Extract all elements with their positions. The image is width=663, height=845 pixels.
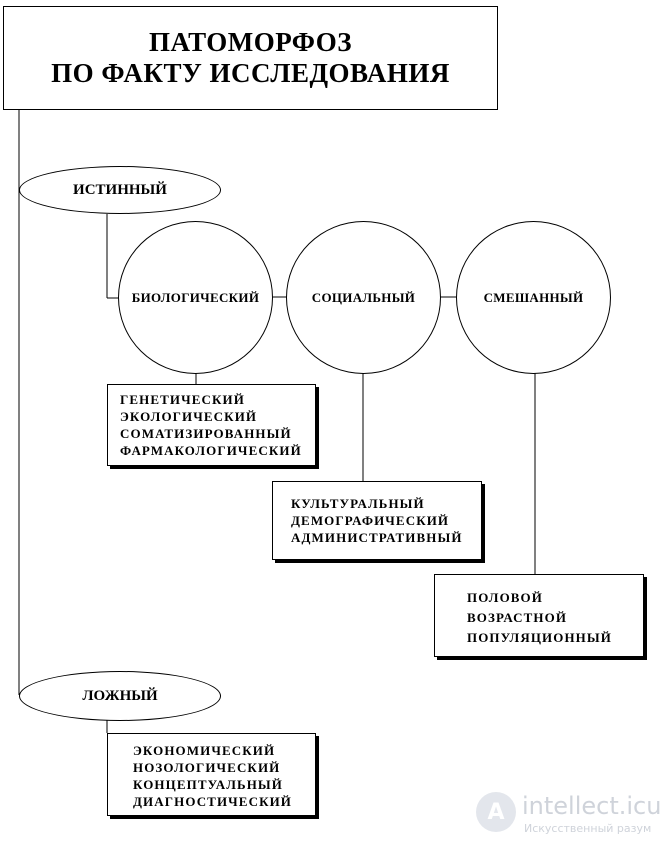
title-line-1: ПАТОМОРФОЗ (148, 27, 353, 57)
list-item: СОМАТИЗИРОВАННЫЙ (120, 426, 292, 441)
list-item: ВОЗРАСТНОЙ (467, 610, 568, 625)
category-label: СМЕШАННЫЙ (483, 289, 584, 305)
list-item: ДЕМОГРАФИЧЕСКИЙ (291, 513, 450, 528)
false-node: ЛОЖНЫЙ (19, 671, 221, 721)
list-item: ДИАГНОСТИЧЕСКИЙ (133, 794, 293, 809)
list-item: НОЗОЛОГИЧЕСКИЙ (133, 760, 281, 775)
false-subtypes-box (107, 733, 316, 816)
social-subtypes-box (272, 481, 482, 560)
watermark: A intellect.icu Искусственный разум (472, 790, 661, 840)
list-item: АДМИНИСТРАТИВНЫЙ (291, 530, 463, 545)
true-node-label: ИСТИННЫЙ (73, 181, 167, 198)
list-item: ФАРМАКОЛОГИЧЕСКИЙ (120, 443, 302, 458)
list-item: ПОЛОВОЙ (467, 590, 543, 605)
list-item: КУЛЬТУРАЛЬНЫЙ (291, 496, 425, 511)
brain-logo-icon: A (476, 792, 516, 832)
category-biological: БИОЛОГИЧЕСКИЙ (118, 221, 273, 374)
list-item: ЭКОНОМИЧЕСКИЙ (133, 743, 276, 758)
mixed-subtypes: ПОЛОВОЙ ВОЗРАСТНОЙ ПОПУЛЯЦИОННЫЙ (467, 588, 612, 648)
category-label: СОЦИАЛЬНЫЙ (311, 289, 416, 305)
false-subtypes: ЭКОНОМИЧЕСКИЙ НОЗОЛОГИЧЕСКИЙ КОНЦЕПТУАЛЬ… (133, 742, 292, 810)
list-item: ПОПУЛЯЦИОННЫЙ (467, 630, 612, 645)
list-item: КОНЦЕПТУАЛЬНЫЙ (133, 777, 284, 792)
watermark-name: intellect.icu (522, 792, 662, 820)
category-mixed: СМЕШАННЫЙ (456, 221, 611, 374)
category-label: БИОЛОГИЧЕСКИЙ (131, 289, 260, 305)
list-item: ГЕНЕТИЧЕСКИЙ (120, 392, 245, 407)
title-line-2: ПО ФАКТУ ИССЛЕДОВАНИЯ (51, 58, 450, 88)
mixed-subtypes-box (434, 574, 644, 657)
title-box: ПАТОМОРФОЗ ПО ФАКТУ ИССЛЕДОВАНИЯ (3, 6, 498, 110)
watermark-tagline: Искусственный разум (524, 822, 652, 835)
true-node: ИСТИННЫЙ (19, 166, 221, 214)
category-social: СОЦИАЛЬНЫЙ (286, 221, 441, 374)
social-subtypes: КУЛЬТУРАЛЬНЫЙ ДЕМОГРАФИЧЕСКИЙ АДМИНИСТРА… (291, 495, 463, 546)
biological-subtypes-box (107, 384, 316, 466)
biological-subtypes: ГЕНЕТИЧЕСКИЙ ЭКОЛОГИЧЕСКИЙ СОМАТИЗИРОВАН… (120, 391, 302, 459)
list-item: ЭКОЛОГИЧЕСКИЙ (120, 409, 258, 424)
false-node-label: ЛОЖНЫЙ (82, 687, 158, 704)
